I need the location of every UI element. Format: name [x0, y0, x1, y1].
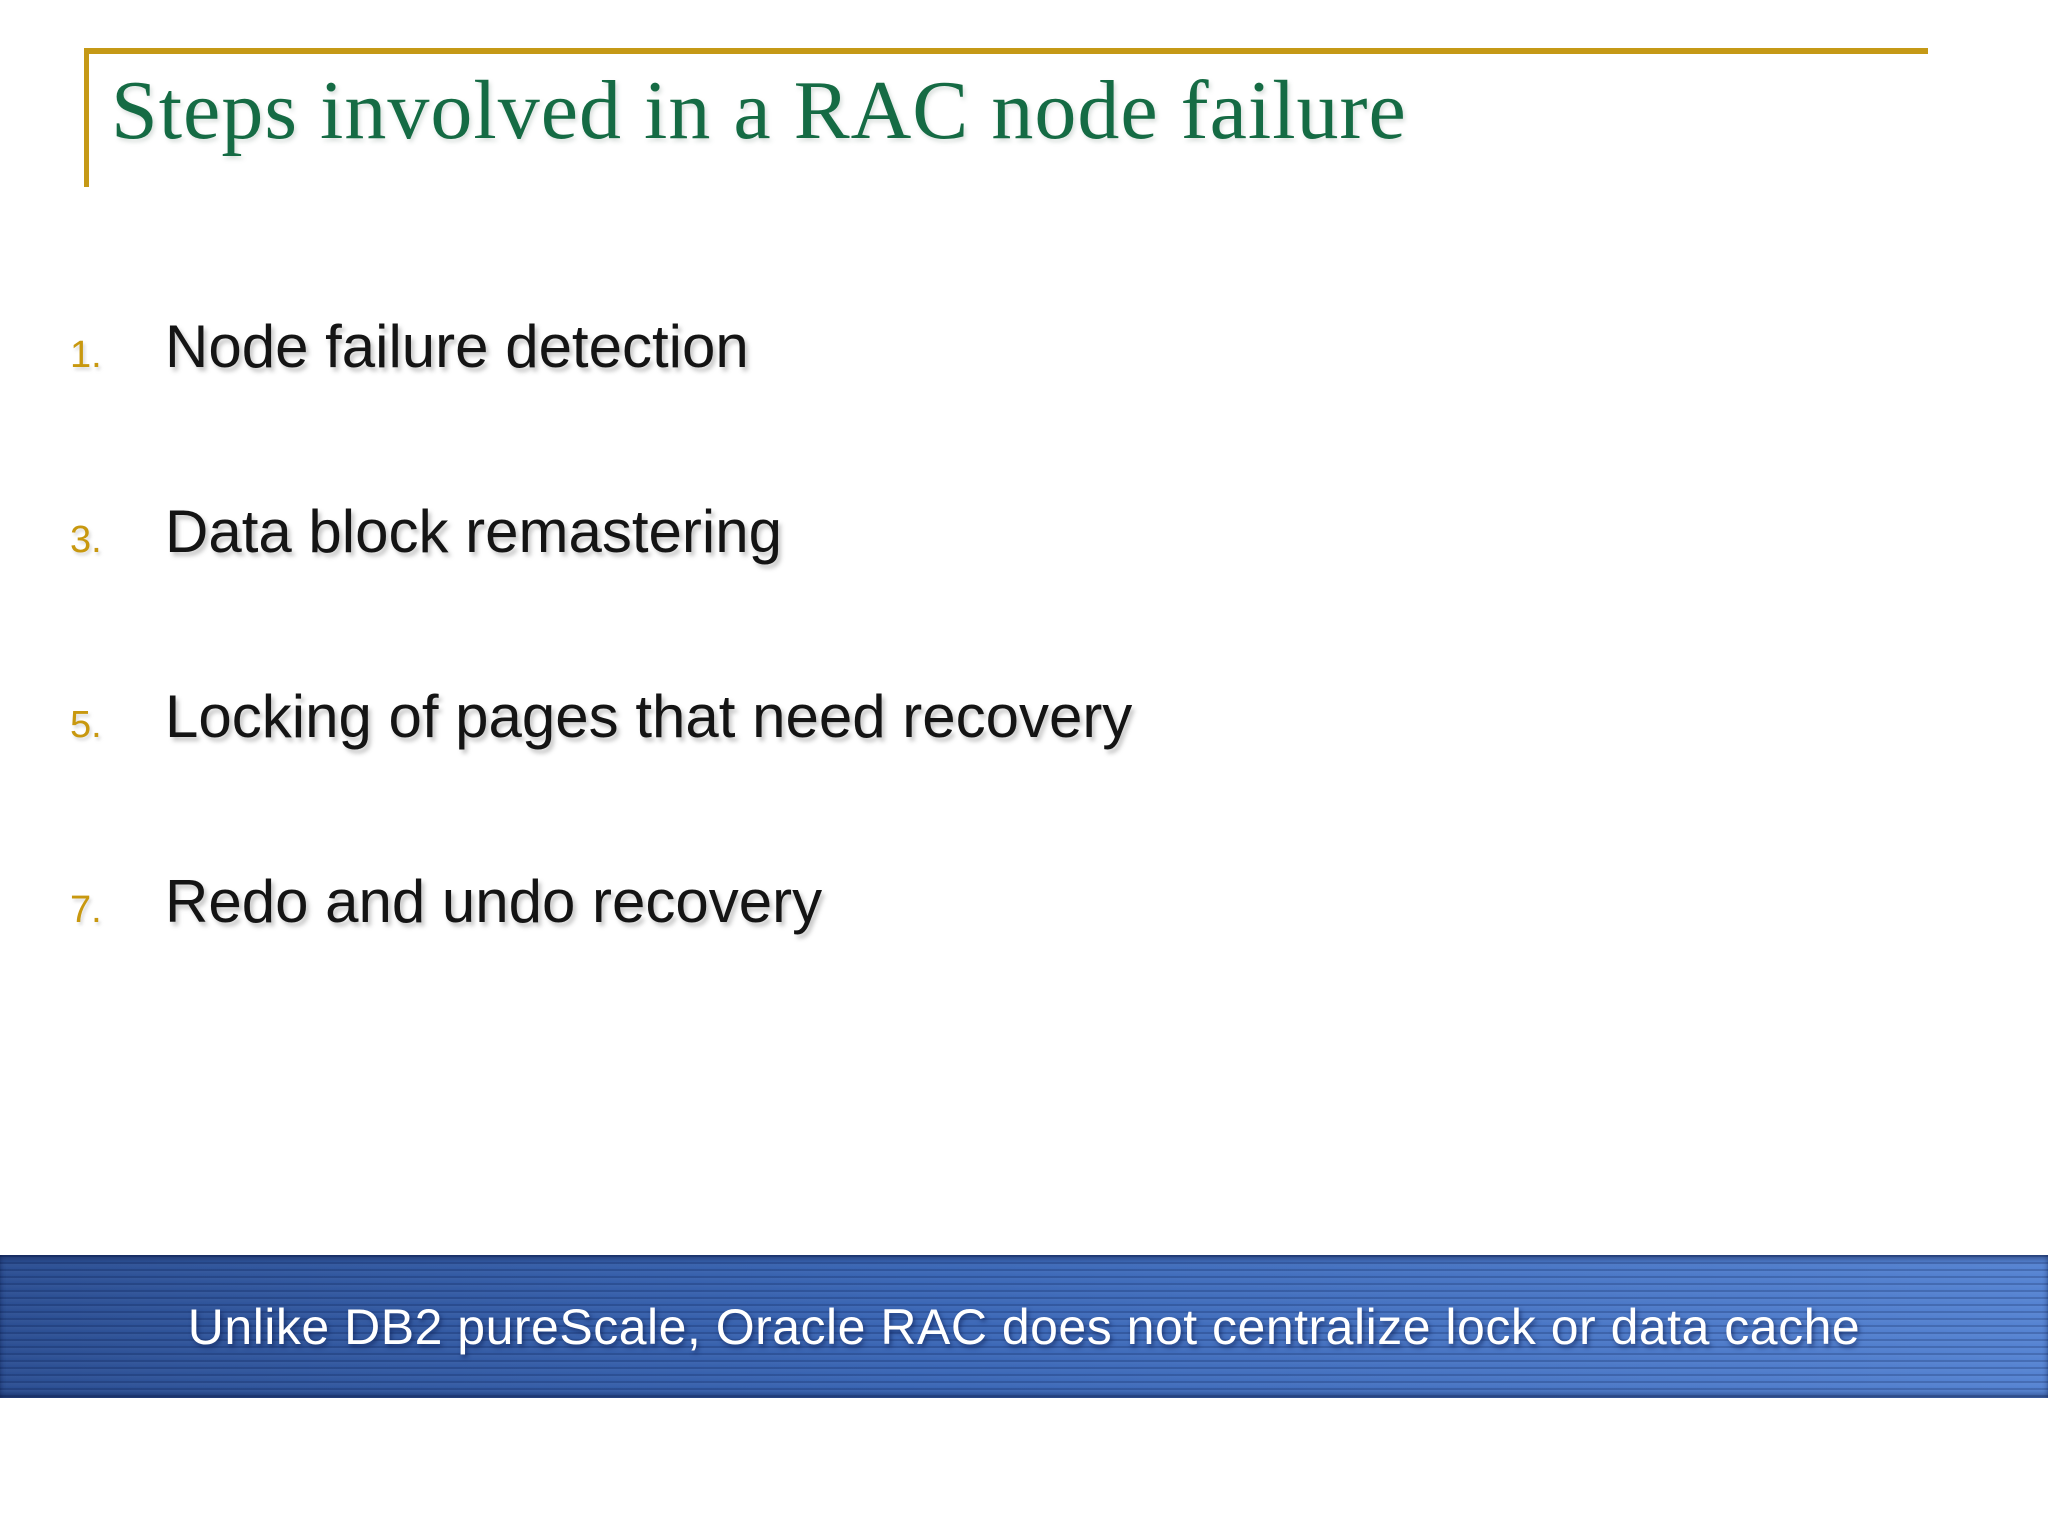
slide-title: Steps involved in a RAC node failure [111, 64, 1407, 157]
list-item: 7. Redo and undo recovery [0, 867, 2048, 936]
title-block: Steps involved in a RAC node failure [84, 48, 1928, 187]
list-item-text: Data block remastering [165, 498, 782, 565]
steps-list: 1. Node failure detection 3. Data block … [0, 312, 2048, 1052]
list-item-text: Redo and undo recovery [165, 868, 823, 935]
list-item-number: 3. [70, 519, 102, 561]
list-item-number: 5. [70, 704, 102, 746]
footer-banner: Unlike DB2 pureScale, Oracle RAC does no… [0, 1255, 2048, 1398]
list-item: 1. Node failure detection [0, 312, 2048, 381]
footer-banner-text: Unlike DB2 pureScale, Oracle RAC does no… [187, 1298, 1861, 1355]
list-item-text: Locking of pages that need recovery [165, 683, 1133, 750]
list-item: 5. Locking of pages that need recovery [0, 682, 2048, 751]
list-item: 3. Data block remastering [0, 497, 2048, 566]
list-item-text: Node failure detection [165, 313, 749, 380]
list-item-number: 7. [70, 889, 102, 931]
list-item-number: 1. [70, 334, 102, 376]
